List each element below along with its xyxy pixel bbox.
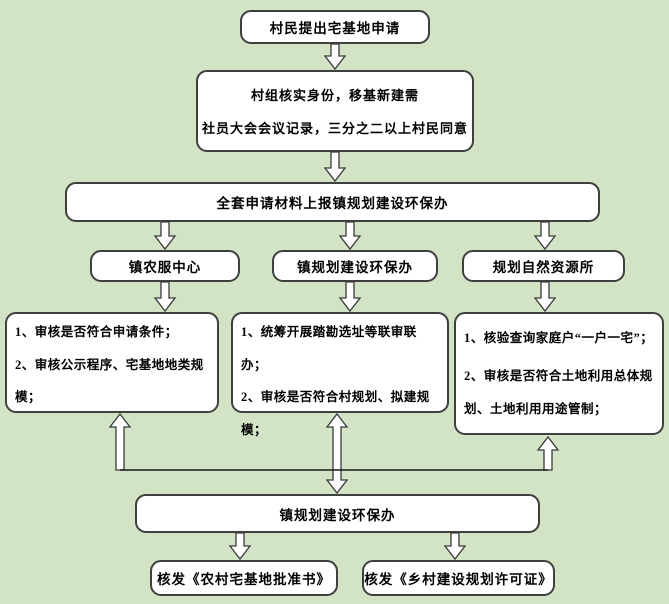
node-village-check-line1: 村组核实身份，移基新建需 (250, 88, 419, 104)
node-village-check: 村组核实身份，移基新建需 社员大会会议记录，三分之二以上村民同意 (196, 70, 474, 152)
tasks-resources-item2: 2、审核是否符合土地利用总体规划、土地利用用途管制； (464, 369, 653, 416)
arrow-submit-to-dept-left (153, 221, 177, 251)
node-dept-natural-resources-label: 规划自然资源所 (492, 260, 595, 275)
tasks-planning-item2: 2、审核是否符合村规划、拟建规模； (241, 390, 430, 437)
arrow-submit-to-dept-right (533, 221, 557, 251)
node-submit-materials: 全套申请材料上报镇规划建设环保办 (65, 182, 600, 222)
arrow-submit-to-dept-mid (338, 221, 362, 251)
arrow-dept-mid-to-tasks (338, 281, 362, 313)
arrow-summary-to-issue-left (228, 532, 252, 561)
node-dept-planning-office-label: 镇规划建设环保办 (297, 260, 413, 275)
node-village-check-line2: 社员大会会议记录，三分之二以上村民同意 (201, 120, 468, 136)
tasks-agri-item2: 2、审核公示程序、宅基地地类规模； (15, 357, 204, 405)
tasks-resources-item1: 1、核验查询家庭户“一户一宅”； (464, 330, 654, 345)
issue-permit-label: 核发《乡村建设规划许可证》 (364, 572, 553, 587)
arrow-summary-to-issue-right (443, 532, 467, 561)
node-issue-construction-permit: 核发《乡村建设规划许可证》 (362, 560, 555, 596)
node-tasks-natural-resources: 1、核验查询家庭户“一户一宅”； 2、审核是否符合土地利用总体规划、土地利用用途… (454, 312, 664, 435)
arrow-start-to-check (323, 43, 347, 71)
node-dept-natural-resources: 规划自然资源所 (462, 250, 625, 282)
arrow-feedback-to-tasks-left (108, 412, 132, 471)
arrow-dept-right-to-tasks (533, 281, 557, 313)
node-dept-agri-service-label: 镇农服中心 (128, 260, 202, 275)
node-tasks-agri-service: 1、审核是否符合申请条件； 2、审核公示程序、宅基地地类规模； (5, 312, 219, 413)
issue-homestead-label: 核发《农村宅基地批准书》 (157, 572, 331, 587)
arrow-feedback-to-tasks-right (536, 435, 560, 471)
node-start-label: 村民提出宅基地申请 (269, 21, 401, 36)
node-dept-agri-service: 镇农服中心 (90, 250, 240, 282)
node-issue-homestead-approval: 核发《农村宅基地批准书》 (150, 560, 338, 596)
node-submit-materials-label: 全套申请材料上报镇规划建设环保办 (216, 196, 449, 211)
node-summary-label: 镇规划建设环保办 (279, 507, 396, 523)
tasks-agri-item1: 1、审核是否符合申请条件； (15, 325, 178, 339)
node-start: 村民提出宅基地申请 (240, 10, 430, 44)
tasks-planning-item1: 1、统筹开展踏勘选址等联审联办； (241, 325, 417, 372)
arrow-dept-left-to-tasks (153, 281, 177, 313)
node-tasks-planning-office: 1、统筹开展踏勘选址等联审联办； 2、审核是否符合村规划、拟建规模； (231, 312, 449, 437)
node-summary-planning-office: 镇规划建设环保办 (135, 494, 540, 533)
node-dept-planning-office: 镇规划建设环保办 (272, 250, 438, 282)
arrow-check-to-submit (323, 151, 347, 183)
